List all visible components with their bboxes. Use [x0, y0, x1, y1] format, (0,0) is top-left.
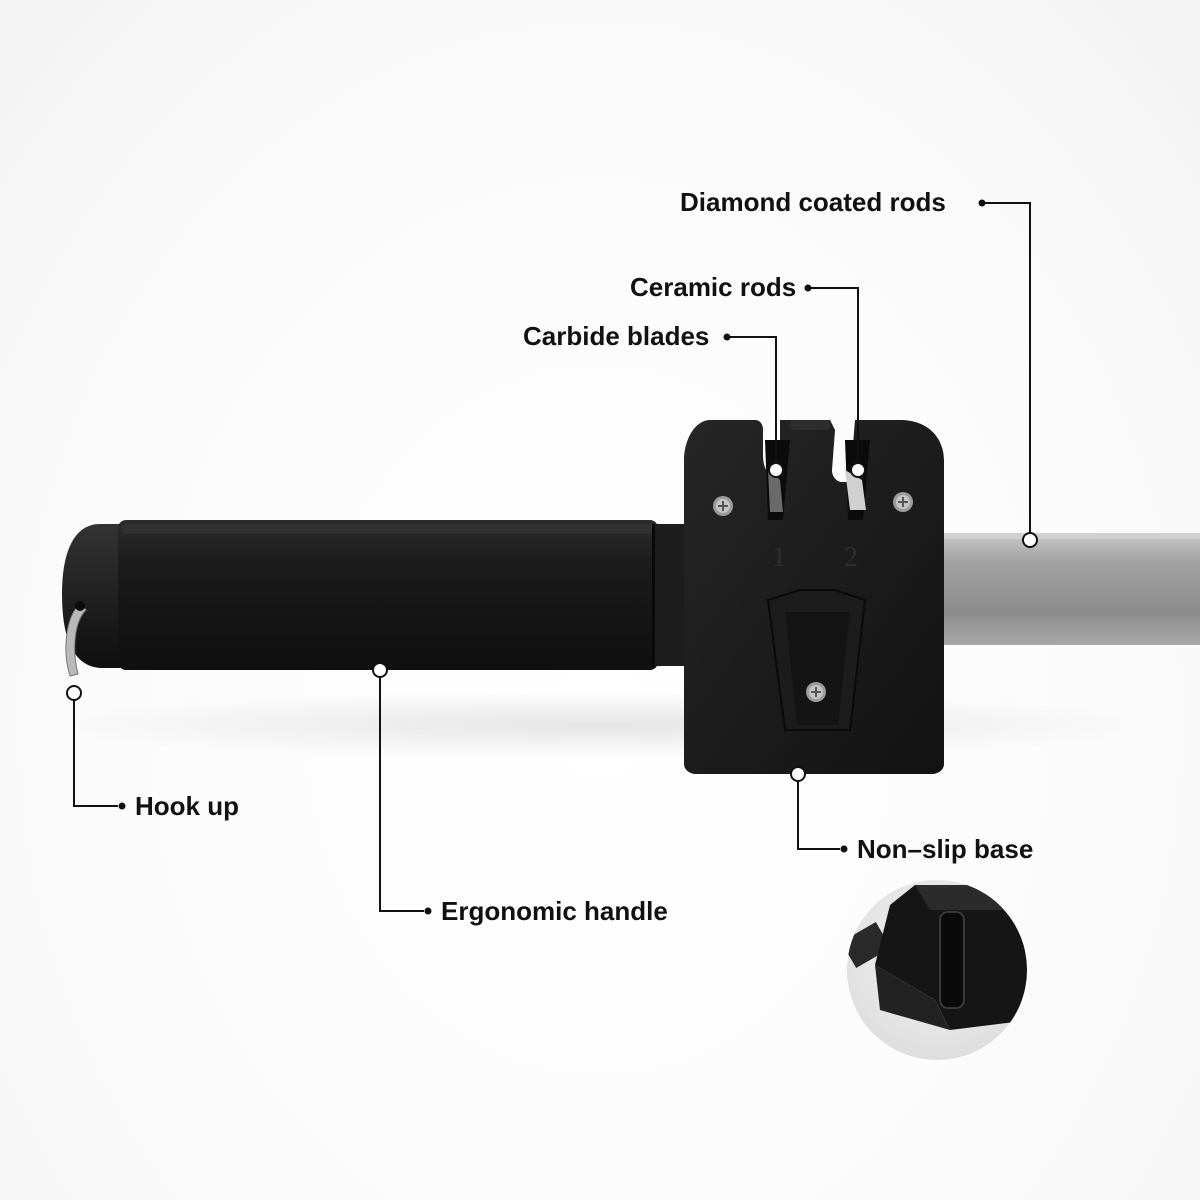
label-non-slip-base: Non–slip base [857, 834, 1034, 864]
diamond-rod [930, 533, 1200, 645]
callout-markers [66, 462, 1038, 782]
sharpener-block [684, 420, 944, 774]
callout-lines [73, 202, 1031, 912]
slot-1-number: 1 [772, 542, 786, 573]
label-ceramic-rods: Ceramic rods [630, 272, 797, 302]
screw-icon [806, 682, 826, 702]
ergonomic-handle [62, 520, 692, 670]
non-slip-base-inset [847, 880, 1027, 1060]
screw-icon [713, 496, 733, 516]
screw-icon [893, 492, 913, 512]
label-diamond-coated-rods: Diamond coated rods [680, 187, 946, 217]
slot-2-number: 2 [844, 542, 858, 573]
label-ergonomic-handle: Ergonomic handle [441, 896, 668, 926]
hook-ring [65, 601, 87, 677]
label-carbide-blades: Carbide blades [523, 321, 710, 351]
floor-shadow [40, 690, 1160, 760]
callout-dots [118, 199, 986, 915]
label-hook-up: Hook up [135, 791, 239, 821]
